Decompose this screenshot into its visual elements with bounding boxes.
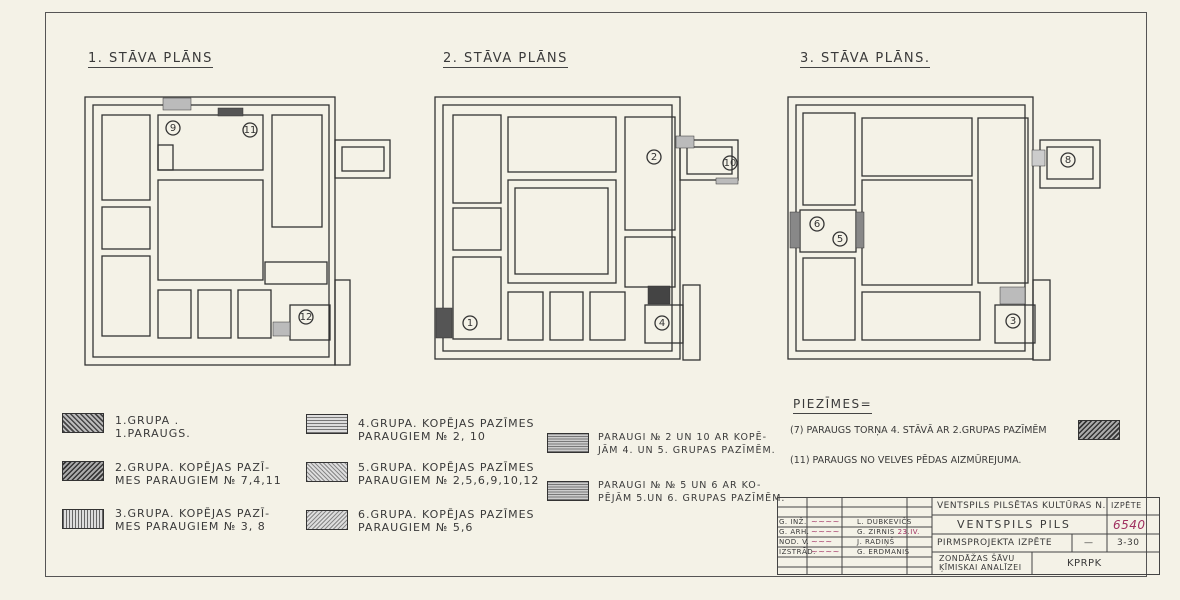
sample-marker: 6 xyxy=(814,219,820,230)
legend-swatch-group-3 xyxy=(62,509,104,529)
sample-marker: 4 xyxy=(659,318,665,329)
notes-title: PIEZĪMES= xyxy=(793,398,873,414)
title-block: VENTSPILS PILSĒTAS KULTŪRAS N. IZPĒTE VE… xyxy=(777,497,1160,575)
archive-code: 6540 xyxy=(1113,518,1146,532)
sample-marker: 12 xyxy=(300,312,313,323)
legend-swatch-group-5 xyxy=(306,462,348,482)
plan-3-title: 3. STĀVA PLĀNS. xyxy=(800,51,931,68)
sample-marker: 5 xyxy=(837,234,843,245)
legend-swatch-group-1 xyxy=(62,413,104,433)
izpete-label: IZPĒTE xyxy=(1111,501,1142,510)
sample-marker: 3 xyxy=(1010,316,1016,327)
sample-marker: 8 xyxy=(1065,155,1071,166)
legend-swatch-group-6 xyxy=(306,510,348,530)
plan-2-title: 2. STĀVA PLĀNS xyxy=(443,51,568,68)
organization-code: KPRPK xyxy=(1067,558,1102,569)
legend-text: 2.GRUPA. KOPĒJAS PAZĪ-MES PARAUGIEM № 7,… xyxy=(115,461,282,487)
drawing-frame xyxy=(45,12,1147,577)
legend-swatch-group-2 xyxy=(62,461,104,481)
note-item: (7) PARAUGS TORŅA 4. STĀVĀ AR 2.GRUPAS P… xyxy=(790,425,1047,436)
stage: PIRMSPROJEKTA IZPĒTE xyxy=(937,538,1053,548)
plan-3 xyxy=(787,96,1101,361)
sample-marker: 1 xyxy=(467,318,473,329)
dash: — xyxy=(1084,538,1094,548)
sample-marker: 2 xyxy=(651,152,657,163)
legend-text: PARAUGI № № 5 UN 6 AR KO-PĒJĀM 5.UN 6. G… xyxy=(598,480,786,504)
plan-2 xyxy=(434,96,739,361)
note-item: (11) PARAUGS NO VELVES PĒDAS AIZMŪREJUMA… xyxy=(790,455,1022,466)
legend-text: PARAUGI № 2 UN 10 AR KOPĒ-JĀM 4. UN 5. G… xyxy=(598,432,776,456)
legend-text: 3.GRUPA. KOPĒJAS PAZĪ-MES PARAUGIEM № 3,… xyxy=(115,507,271,533)
plan-1 xyxy=(84,96,391,366)
plan-1-title: 1. STĀVA PLĀNS xyxy=(88,51,213,68)
signatures: ~~~~~~~~~~~~~~~ xyxy=(811,517,840,556)
legend-swatch-samples-5-6 xyxy=(547,481,589,501)
legend-text: 1.GRUPA .1.PARAUGS. xyxy=(115,414,191,440)
legend-swatch-group-4 xyxy=(306,414,348,434)
floor-plans: 9 11 12 2 10 1 4 xyxy=(84,96,1101,366)
sheet-number: 3-30 xyxy=(1117,538,1140,548)
note-swatch xyxy=(1078,420,1120,440)
sample-marker: 9 xyxy=(170,123,176,134)
sample-marker: 11 xyxy=(244,125,257,136)
legend-swatch-samples-2-10 xyxy=(547,433,589,453)
object-name: VENTSPILS PILS xyxy=(957,518,1071,531)
sample-marker: 10 xyxy=(724,158,737,169)
roles: G. INŽ.G. ARH.NOD. V.IZSTRĀD. xyxy=(779,518,816,556)
organization-name: VENTSPILS PILSĒTAS KULTŪRAS N. xyxy=(937,501,1106,511)
